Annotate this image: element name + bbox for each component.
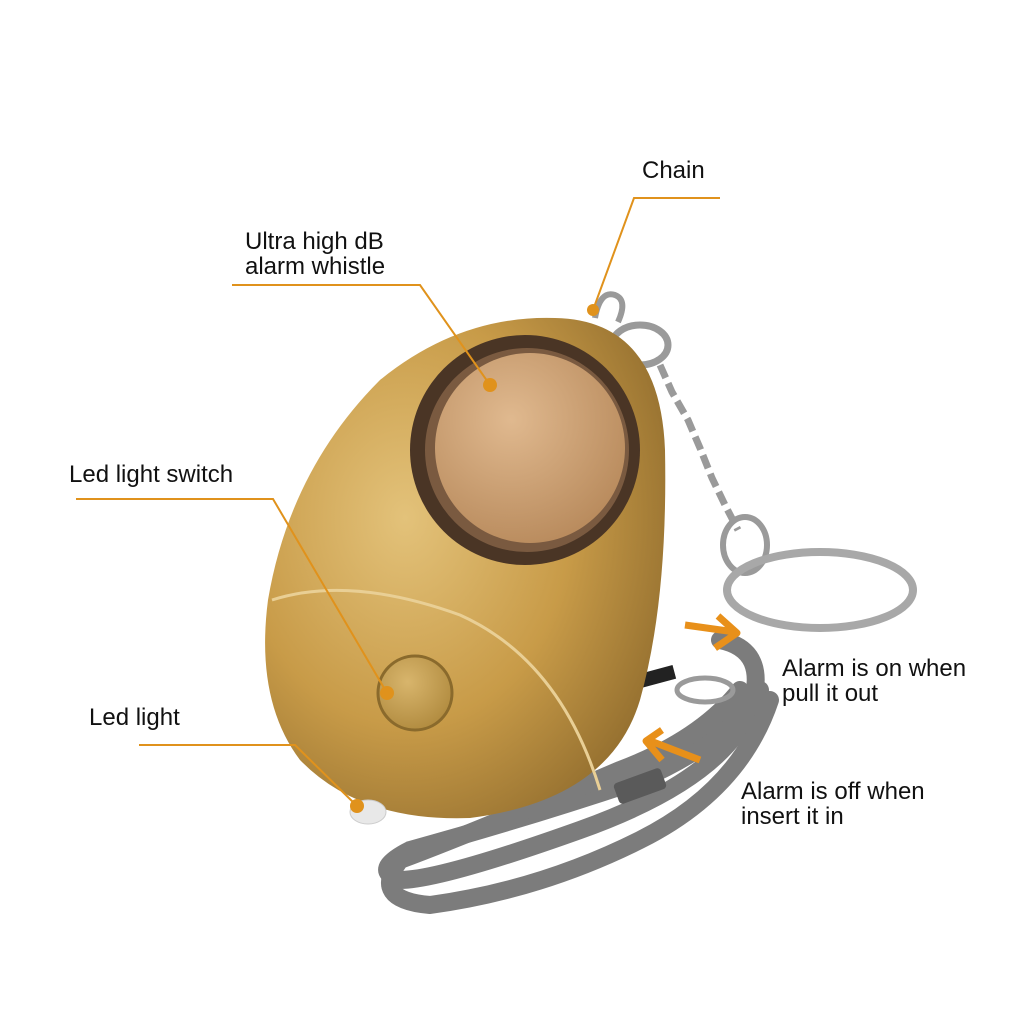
lanyard: [378, 631, 779, 915]
label-chain: Chain: [642, 157, 705, 184]
label-led-light: Led light: [89, 704, 180, 731]
speaker-cap: [435, 353, 625, 543]
label-alarm-on-line1: Alarm is on when: [782, 655, 967, 682]
leader-led-light: [139, 744, 358, 807]
marker-dot: [380, 686, 394, 700]
label-whistle-line2: alarm whistle: [245, 253, 386, 280]
label-alarm-off-line1: Alarm is off when: [741, 778, 925, 805]
label-alarm-off-line2: insert it in: [741, 803, 844, 830]
leader-led-switch: [76, 498, 388, 694]
marker-dot: [483, 378, 497, 392]
marker-dot: [587, 304, 599, 316]
leader-chain: [592, 197, 720, 311]
marker-dot: [350, 799, 364, 813]
label-alarm-on-line2: pull it out: [782, 680, 879, 707]
label-alarm-on: Alarm is on when pull it out: [782, 656, 966, 706]
leader-whistle: [232, 284, 491, 386]
label-led-switch: Led light switch: [69, 461, 234, 488]
arrow-in-icon: [642, 727, 702, 764]
arrow-out-icon: [684, 613, 741, 651]
label-alarm-off: Alarm is off when insert it in: [741, 779, 925, 829]
leader-lines: [76, 197, 720, 807]
label-whistle: Ultra high dB alarm whistle: [245, 229, 385, 279]
label-whistle-line1: Ultra high dB: [245, 228, 384, 255]
led-switch-button: [376, 654, 454, 732]
